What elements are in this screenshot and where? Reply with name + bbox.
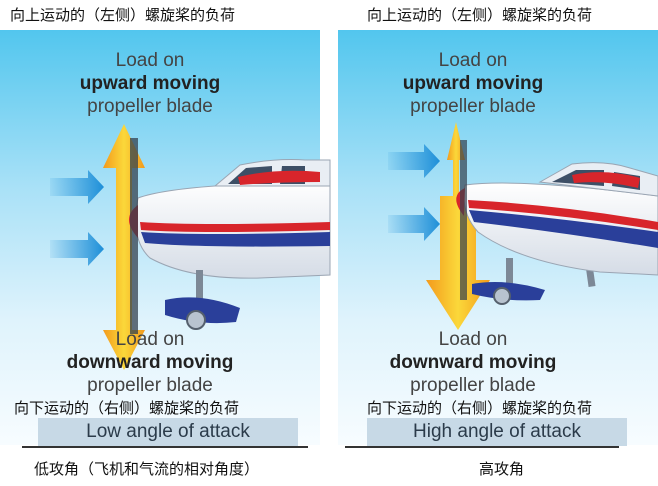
left-airflow-arrows	[50, 170, 104, 266]
load-on-text: Load on	[438, 329, 508, 350]
right-baseline	[345, 446, 619, 448]
left-baseline	[22, 446, 308, 448]
left-load-arrow	[103, 124, 145, 370]
propeller-blade-text: propeller blade	[87, 96, 213, 117]
right-downward-load-label: Load on downward moving propeller blade	[338, 328, 608, 397]
right-airflow-arrows	[388, 144, 440, 241]
airflow-arrow-icon	[50, 170, 104, 204]
left-downward-load-chinese-caption: 向下运动的（右侧）螺旋桨的负荷	[14, 399, 240, 417]
left-downward-load-label: Load on downward moving propeller blade	[0, 328, 300, 397]
left-upward-load-chinese-caption: 向上运动的（左侧）螺旋桨的负荷	[10, 6, 236, 24]
downward-moving-text: downward moving	[66, 352, 234, 373]
right-upward-load-chinese-caption: 向上运动的（左侧）螺旋桨的负荷	[367, 6, 593, 24]
left-upward-load-label: Load on upward moving propeller blade	[0, 49, 300, 118]
right-airplane	[456, 140, 658, 305]
right-downward-load-chinese-caption: 向下运动的（右侧）螺旋桨的负荷	[367, 399, 593, 417]
downward-moving-text: downward moving	[389, 352, 557, 373]
right-upward-load-label: Load on upward moving propeller blade	[338, 49, 608, 118]
low-angle-of-attack-label: Low angle of attack	[38, 418, 298, 446]
left-airplane	[129, 138, 331, 334]
load-on-text: Load on	[115, 50, 185, 71]
upward-moving-text: upward moving	[402, 73, 544, 94]
left-chinese-angle-caption: 低攻角（飞机和气流的相对角度）	[34, 460, 260, 478]
upward-moving-text: upward moving	[79, 73, 221, 94]
airflow-arrow-icon	[388, 144, 440, 178]
propeller-blade-text: propeller blade	[410, 96, 536, 117]
right-chinese-angle-caption: 高攻角	[479, 460, 525, 478]
airflow-arrow-icon	[50, 232, 104, 266]
high-angle-of-attack-label: High angle of attack	[367, 418, 627, 446]
propeller-blade-text: propeller blade	[87, 375, 213, 396]
load-on-text: Load on	[115, 329, 185, 350]
airflow-arrow-icon	[388, 207, 440, 241]
propeller-blade-text: propeller blade	[410, 375, 536, 396]
load-on-text: Load on	[438, 50, 508, 71]
